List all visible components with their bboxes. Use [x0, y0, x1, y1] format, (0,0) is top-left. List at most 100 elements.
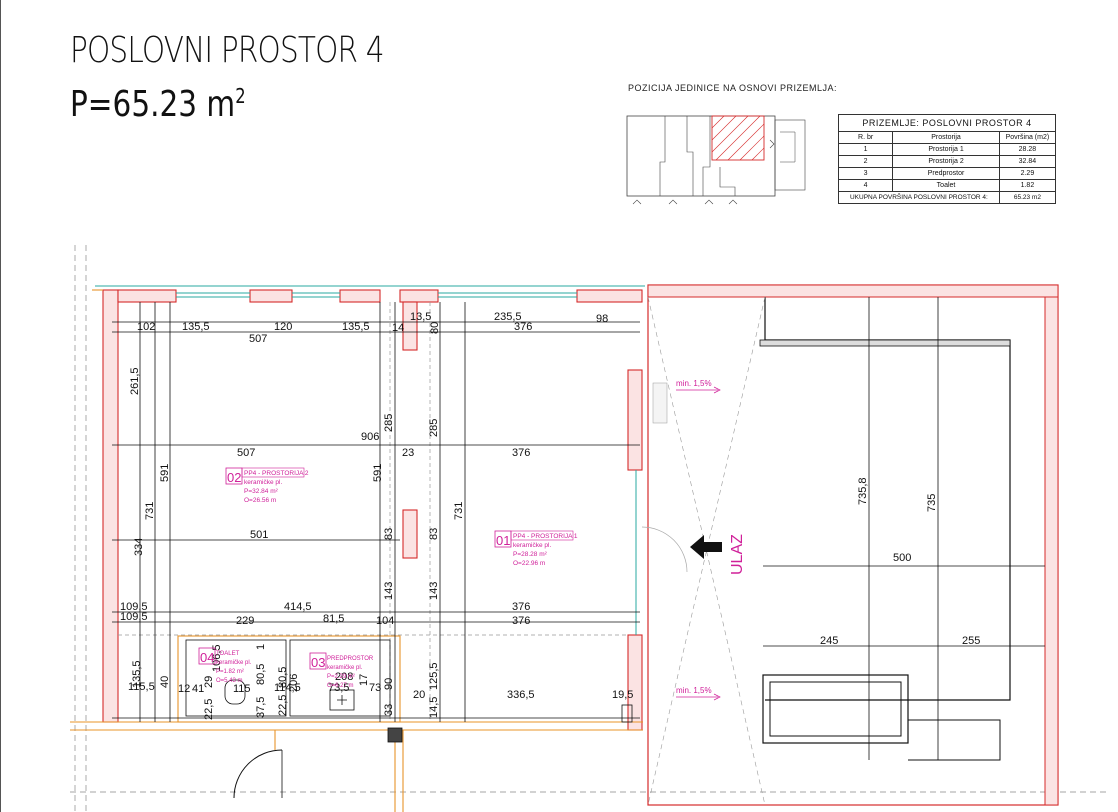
right-wall-segment — [627, 634, 643, 731]
terrace-step — [908, 719, 1001, 761]
dimension-label: 731 — [453, 502, 465, 520]
dimension-label: 115,5 — [128, 681, 155, 693]
dimension-label: 83 — [428, 528, 440, 540]
dimension-label: 135,5 — [182, 321, 210, 333]
dimension-label: 22,5 — [277, 695, 289, 716]
dimension-label: 80,5 — [277, 667, 289, 688]
dimension-label: 20 — [413, 689, 425, 701]
room-label-03: 03 PREDPROSTOR keramičke pl. P=2.29 m² O… — [309, 652, 374, 689]
dimension-label: 731 — [144, 502, 156, 520]
room-perimeter: O=26.56 m — [244, 497, 276, 504]
room-number: 01 — [496, 533, 510, 548]
dimension-label: 14 — [392, 322, 404, 334]
dimension-label: 206 — [288, 674, 300, 692]
dimension-label: 143 — [383, 582, 395, 600]
minimap-unit-highlight — [711, 115, 765, 161]
slope-arrow-icon — [713, 693, 721, 701]
left-wall — [102, 289, 119, 723]
window-glazing — [95, 285, 645, 635]
room-perimeter: O=22.96 m — [513, 560, 545, 567]
room-floor: keramičke pl. — [327, 665, 363, 671]
dimension-label: 125,5 — [428, 662, 440, 690]
dimension-label: 376 — [514, 321, 532, 333]
table-row: 3 Predprostor 2.29 — [837, 167, 1057, 180]
slope-arrow-icon — [713, 386, 721, 394]
dimension-label: 13,5 — [410, 311, 431, 323]
dimension-label: 29 — [203, 676, 215, 688]
room-floor: keramičke pl. — [216, 660, 252, 666]
dimension-label: 507 — [237, 447, 255, 459]
terrace-planter-inner — [769, 681, 902, 737]
dimension-label: 208 — [335, 671, 353, 683]
dimension-label: 229 — [236, 615, 254, 627]
terrace-dim: 735 — [926, 494, 938, 512]
dimension-label: 261,5 — [129, 367, 141, 395]
room-area: P=2.29 m² — [327, 674, 355, 680]
room-label-01: 01 PP4 - PROSTORIJA 1 keramičke pl. P=28… — [494, 530, 578, 567]
dimension-label: 376 — [512, 447, 530, 459]
right-wall-segment — [627, 369, 643, 471]
plan-guide-lines — [70, 245, 1110, 812]
room-name: PREDPROSTOR — [327, 656, 374, 662]
room-number: 04 — [200, 650, 214, 665]
dimension-label: 334 — [133, 538, 145, 556]
unit-area-value: P=65.23 m — [70, 84, 236, 125]
dimension-label: 507 — [249, 333, 267, 345]
sink-icon — [329, 689, 355, 711]
dimension-label: 40 — [159, 676, 171, 688]
terrace-dim: 735,8 — [857, 477, 869, 505]
table-row: 4 Toalet 1.82 — [837, 179, 1057, 192]
dimension-label: 106,5 — [211, 644, 223, 672]
dimension-label: 22,5 — [203, 699, 215, 720]
area-table: PRIZEMLJE: POSLOVNI PROSTOR 4 R. br Pros… — [837, 114, 1057, 204]
dimension-label: 376 — [512, 601, 530, 613]
unit-area-superscript: 2 — [235, 84, 246, 108]
top-pier — [249, 289, 293, 303]
terrace-dim: 500 — [893, 552, 911, 564]
dimension-label: 135,5 — [342, 321, 370, 333]
dimension-label: 235,5 — [494, 311, 522, 323]
exterior-walls — [102, 289, 643, 731]
dimension-label: 336,5 — [507, 689, 535, 701]
slope-label: min. 1,5% — [676, 379, 712, 388]
room-name: PP4 - PROSTORIJA 1 — [513, 533, 578, 540]
terrace-wall — [1044, 284, 1059, 806]
dimension-label: 17 — [358, 674, 370, 686]
entrance-arrow-icon — [690, 535, 722, 559]
dimension-label: 143 — [428, 582, 440, 600]
dimension-label: 135,5 — [131, 660, 143, 688]
dimension-label: 109,5 — [120, 601, 148, 613]
room-perimeter: O=6.27 m — [327, 683, 354, 689]
dimension-label: 33 — [383, 704, 395, 716]
room-label-04: 04 TOALET keramičke pl. P=1.82 m² O=5.43… — [198, 647, 252, 684]
minimap-wall — [686, 116, 694, 196]
dimension-label: 906 — [361, 431, 379, 443]
minimap-entry-marks — [632, 199, 738, 205]
shaft-icon — [387, 727, 403, 743]
frame-border — [0, 0, 1, 812]
minimap-wall — [702, 116, 711, 196]
room-label-02: 02 PP4 - PROSTORIJA 2 keramičke pl. P=32… — [225, 467, 309, 504]
terrace-slope-line — [647, 296, 766, 806]
bathroom-fixtures — [185, 639, 633, 799]
minimap-annex — [774, 119, 806, 191]
room-number: 03 — [311, 655, 325, 670]
room-perimeter: O=5.43 m — [216, 678, 243, 684]
room-name: PP4 - PROSTORIJA 2 — [244, 470, 309, 477]
top-pier — [117, 289, 177, 303]
dimension-label: 98 — [596, 313, 608, 325]
terrace-area — [647, 284, 1059, 806]
structure-orange — [70, 289, 643, 812]
dimension-label: 102 — [137, 321, 155, 333]
terrace-dim: 255 — [962, 635, 980, 647]
room-area: P=32.84 m² — [244, 488, 279, 495]
terrace-wall — [647, 284, 1059, 298]
dimension-label: 73 — [369, 682, 381, 694]
dimension-label: 414,5 — [284, 601, 312, 613]
dimension-label: 23 — [402, 447, 414, 459]
area-table-total-value: 65.23 m2 — [998, 191, 1057, 204]
room-floor: keramičke pl. — [244, 479, 282, 486]
room-floor: keramičke pl. — [513, 542, 551, 549]
entrance-door-swing — [641, 526, 688, 573]
